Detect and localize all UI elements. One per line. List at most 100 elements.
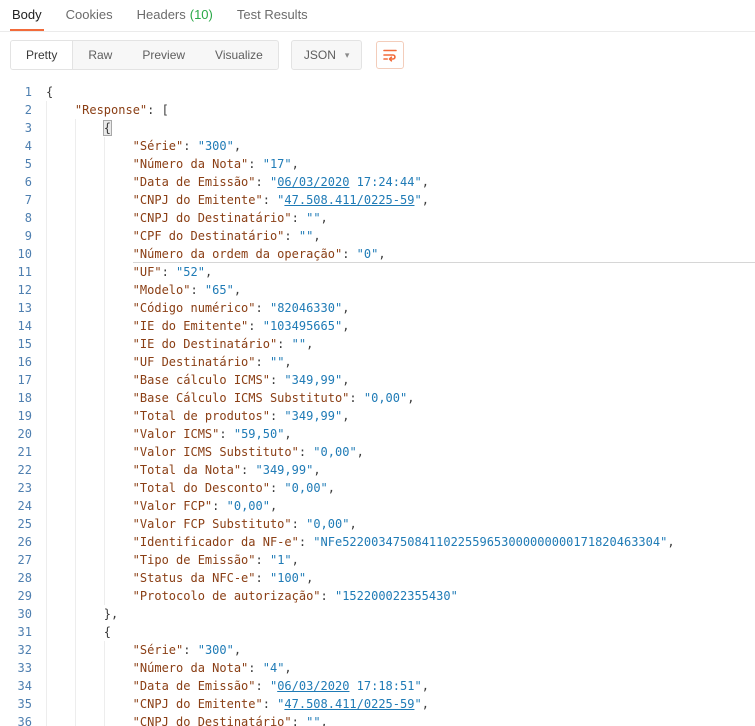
line-number: 36: [17, 715, 32, 726]
code-line-content: "UF": "52",: [46, 263, 755, 281]
view-raw-button[interactable]: Raw: [88, 48, 113, 62]
code-line-content: "CNPJ do Destinatário": "",: [46, 209, 755, 227]
line-number: 33: [17, 661, 32, 675]
line-number: 6: [24, 175, 32, 189]
code-line-content: "Número da Nota": "17",: [46, 155, 755, 173]
line-number: 32: [17, 643, 32, 657]
line-number: 20: [17, 427, 32, 441]
code-line: 29"Protocolo de autorização": "152200022…: [0, 587, 755, 605]
line-number: 25: [17, 517, 32, 531]
code-line: 13"Código numérico": "82046330",: [0, 299, 755, 317]
line-number: 5: [24, 157, 32, 171]
headers-count-badge: (10): [189, 7, 213, 22]
view-visualize-button[interactable]: Visualize: [215, 48, 263, 62]
code-line-content: "CNPJ do Destinatário": "",: [46, 713, 755, 726]
line-number: 30: [17, 607, 32, 621]
line-number: 16: [17, 355, 32, 369]
line-number: 27: [17, 553, 32, 567]
code-line-content: {: [46, 85, 54, 99]
line-number: 11: [17, 265, 32, 279]
code-line-content: {: [46, 623, 755, 641]
code-line: 16 "UF Destinatário": "",: [0, 353, 755, 371]
code-line-content: "Modelo": "65",: [46, 281, 755, 299]
code-line-content: "Data de Emissão": "06/03/2020 17:24:44"…: [46, 173, 755, 191]
line-number: 26: [17, 535, 32, 549]
code-line-content: "Valor ICMS Substituto": "0,00",: [46, 443, 755, 461]
code-line: 7"CNPJ do Emitente": "47.508.411/0225-59…: [0, 191, 755, 209]
code-line: 1{: [0, 83, 755, 101]
code-line-content: "Valor FCP": "0,00",: [46, 497, 755, 515]
line-number: 8: [24, 211, 32, 225]
line-number: 7: [24, 193, 32, 207]
code-line: 10 "Número da ordem da operação": "0",: [0, 245, 755, 263]
tab-body[interactable]: Body: [10, 0, 44, 31]
code-line: 15 "IE do Destinatário": "",: [0, 335, 755, 353]
code-line-content: "Número da Nota": "4",: [46, 659, 755, 677]
code-line-content: {: [46, 119, 755, 137]
line-number: 15: [17, 337, 32, 351]
tab-test-results-label: Test Results: [236, 7, 308, 22]
tab-body-label: Body: [12, 7, 42, 22]
code-line: 11 "UF": "52",: [0, 263, 755, 281]
view-pretty-button[interactable]: Pretty: [11, 41, 74, 69]
line-number: 3: [24, 121, 32, 135]
code-line-content: "Número da ordem da operação": "0",: [46, 245, 755, 263]
code-line-content: },: [46, 605, 755, 623]
line-number: 24: [17, 499, 32, 513]
code-line-content: "CNPJ do Emitente": "47.508.411/0225-59"…: [46, 695, 755, 713]
code-line-content: "Data de Emissão": "06/03/2020 17:18:51"…: [46, 677, 755, 695]
code-line: 21 "Valor ICMS Substituto": "0,00",: [0, 443, 755, 461]
tab-cookies-label: Cookies: [65, 7, 113, 22]
line-number: 4: [24, 139, 32, 153]
code-line: 35 "CNPJ do Emitente": "47.508.411/0225-5…: [0, 695, 755, 713]
code-line: 24 "Valor FCP": "0,00",: [0, 497, 755, 515]
line-number: 12: [17, 283, 32, 297]
code-line: 19"Total de produtos": "349,99",: [0, 407, 755, 425]
code-line-content: "Valor ICMS": "59,50",: [46, 425, 755, 443]
code-line: 23"Total do Desconto": "0,00",: [0, 479, 755, 497]
tab-test-results[interactable]: Test Results: [235, 0, 310, 31]
code-line: 8 "CNPJ do Destinatário": "",: [0, 209, 755, 227]
line-number: 35: [17, 697, 32, 711]
response-body-editor[interactable]: 1{2"Response": [3{4"Série": "300",5"Núme…: [0, 78, 755, 726]
code-line-content: "IE do Destinatário": "",: [46, 335, 755, 353]
code-line: 32 "Série": "300",: [0, 641, 755, 659]
wrap-text-button[interactable]: [376, 41, 405, 69]
code-line-content: "UF Destinatário": "",: [46, 353, 755, 371]
line-number: 10: [17, 247, 32, 261]
language-dropdown-value: JSON: [303, 48, 336, 62]
tab-cookies[interactable]: Cookies: [64, 0, 115, 31]
view-preview-button[interactable]: Preview: [142, 48, 186, 62]
body-view-toolbar: Pretty Raw Preview Visualize JSON ▾: [0, 32, 755, 78]
code-line: 25"Valor FCP Substituto": "0,00",: [0, 515, 755, 533]
code-line: 30},: [0, 605, 755, 623]
line-number: 31: [17, 625, 32, 639]
code-line: 9 "CPF do Destinatário": "",: [0, 227, 755, 245]
code-line-content: "Status da NFC-e": "100",: [46, 569, 755, 587]
code-line-content: "Série": "300",: [46, 641, 755, 659]
code-line-content: "Base Cálculo ICMS Substituto": "0,00",: [46, 389, 755, 407]
line-number: 13: [17, 301, 32, 315]
line-number: 23: [17, 481, 32, 495]
code-line-content: "Identificador da NF-e": "NFe52200347508…: [46, 533, 755, 551]
line-number: 19: [17, 409, 32, 423]
code-line-content: "Tipo de Emissão": "1",: [46, 551, 755, 569]
response-tab-bar: Body Cookies Headers (10) Test Results: [0, 0, 755, 32]
code-line: 14"IE do Emitente": "103495665",: [0, 317, 755, 335]
code-line: 22"Total da Nota": "349,99",: [0, 461, 755, 479]
line-number: 22: [17, 463, 32, 477]
line-number: 21: [17, 445, 32, 459]
code-line: 4"Série": "300",: [0, 137, 755, 155]
line-number: 9: [24, 229, 32, 243]
tab-headers[interactable]: Headers (10): [135, 0, 215, 31]
code-line: 18"Base Cálculo ICMS Substituto": "0,00"…: [0, 389, 755, 407]
code-line: 33 "Número da Nota": "4",: [0, 659, 755, 677]
line-number: 17: [17, 373, 32, 387]
code-line: 26 "Identificador da NF-e": "NFe522003475…: [0, 533, 755, 551]
line-number: 2: [24, 103, 32, 117]
code-line: 5 "Número da Nota": "17",: [0, 155, 755, 173]
code-line-content: "Base cálculo ICMS": "349,99",: [46, 371, 755, 389]
code-line-content: "CPF do Destinatário": "",: [46, 227, 755, 245]
code-line-content: "Response": [: [46, 101, 755, 119]
language-dropdown[interactable]: JSON ▾: [290, 40, 363, 70]
